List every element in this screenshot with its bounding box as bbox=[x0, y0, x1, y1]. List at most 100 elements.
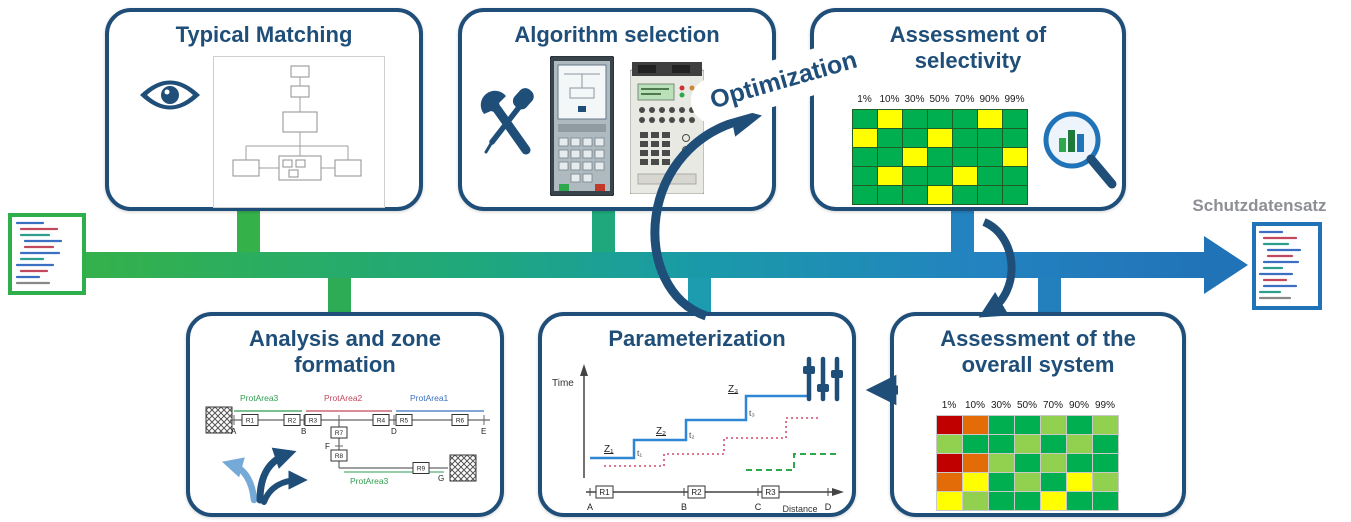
magnifier-chart-icon bbox=[1043, 111, 1117, 189]
relay-label: R8 bbox=[335, 453, 344, 460]
protection-relay-device-icon bbox=[550, 56, 614, 196]
percent-label: 50% bbox=[1016, 400, 1037, 411]
result-cell bbox=[878, 186, 902, 204]
schutzdatensatz-label: Schutzdatensatz bbox=[1192, 196, 1327, 215]
percent-label: 50% bbox=[929, 94, 950, 105]
percent-label: 99% bbox=[1004, 94, 1025, 105]
relay-label: R1 bbox=[246, 418, 255, 425]
result-cell bbox=[953, 167, 977, 185]
timeline-arrowhead-icon bbox=[1204, 236, 1248, 294]
box-typical-matching: Typical Matching bbox=[105, 8, 423, 211]
relay-label: R4 bbox=[377, 418, 386, 425]
result-cell bbox=[903, 148, 927, 166]
node-label: B bbox=[681, 502, 687, 512]
percent-label: 1% bbox=[857, 94, 872, 105]
result-cell bbox=[878, 129, 902, 147]
input-code-file-icon bbox=[8, 213, 86, 295]
result-cell bbox=[953, 129, 977, 147]
result-cell bbox=[1041, 454, 1066, 472]
result-cell bbox=[989, 416, 1014, 434]
tools-icon bbox=[480, 88, 534, 155]
percent-label: 70% bbox=[954, 94, 975, 105]
result-cell bbox=[978, 186, 1002, 204]
box-title: Algorithm selection bbox=[462, 22, 772, 48]
zone-time-label: Z₂ bbox=[656, 426, 666, 437]
backup-curve-green bbox=[746, 453, 838, 471]
relay-label: R5 bbox=[400, 418, 409, 425]
result-cell bbox=[1015, 454, 1040, 472]
result-cell bbox=[953, 110, 977, 128]
box-title: Analysis and zone formation bbox=[190, 326, 500, 378]
x-axis-label: Distance bbox=[782, 504, 817, 514]
zone-label: ProtArea3 bbox=[350, 476, 389, 486]
eye-icon bbox=[140, 80, 200, 110]
result-cell bbox=[953, 148, 977, 166]
node-label: B bbox=[301, 427, 306, 436]
directions-arrows-icon bbox=[222, 447, 308, 505]
result-cell bbox=[963, 492, 988, 510]
result-cell bbox=[978, 110, 1002, 128]
code-lines-icon bbox=[1258, 230, 1302, 300]
result-cell bbox=[878, 110, 902, 128]
node-label: A bbox=[231, 427, 237, 436]
percent-label: 10% bbox=[879, 94, 900, 105]
result-cell bbox=[853, 167, 877, 185]
result-cell bbox=[937, 454, 962, 472]
result-cell bbox=[989, 492, 1014, 510]
percent-label: 1% bbox=[941, 400, 957, 411]
percent-header-row: 1%10%30%50%70%90%99% bbox=[936, 400, 1118, 411]
y-axis-label: Time bbox=[552, 378, 574, 389]
result-cell bbox=[928, 186, 952, 204]
title-text: Analysis and zone bbox=[249, 326, 441, 351]
percent-label: 30% bbox=[990, 400, 1011, 411]
title-text: Assessment of the bbox=[940, 326, 1136, 351]
protection-zones-diagram: ProtArea3 ProtArea2 ProtArea1 A B C D E bbox=[205, 393, 490, 505]
node-label: D bbox=[825, 502, 832, 512]
result-cell bbox=[1003, 129, 1027, 147]
result-cell bbox=[878, 167, 902, 185]
result-cell bbox=[937, 435, 962, 453]
result-cell bbox=[1003, 186, 1027, 204]
result-cell bbox=[1067, 416, 1092, 434]
title-text: selectivity bbox=[914, 47, 1022, 73]
node-label: D bbox=[391, 427, 397, 436]
selectivity-result-grid bbox=[852, 109, 1028, 205]
result-cell bbox=[978, 129, 1002, 147]
title-text: Assessment of bbox=[889, 22, 1047, 47]
box-overall-system: Assessment of the overall system 1%10%30… bbox=[890, 312, 1186, 517]
result-cell bbox=[1093, 492, 1118, 510]
box-analysis-zone-formation: Analysis and zone formation bbox=[186, 312, 504, 517]
source-box bbox=[205, 406, 233, 434]
box-title: Parameterization bbox=[542, 326, 852, 352]
result-cell bbox=[1067, 473, 1092, 491]
box-title: Assessment of the overall system bbox=[894, 326, 1182, 378]
relay-label: R2 bbox=[288, 418, 297, 425]
result-cell bbox=[1067, 492, 1092, 510]
trip-time-label: t₃ bbox=[749, 408, 755, 418]
result-cell bbox=[978, 167, 1002, 185]
result-cell bbox=[1093, 473, 1118, 491]
result-cell bbox=[1093, 435, 1118, 453]
result-cell bbox=[853, 186, 877, 204]
zone-time-label: Z₃ bbox=[728, 384, 738, 395]
result-cell bbox=[853, 148, 877, 166]
result-cell bbox=[937, 416, 962, 434]
result-cell bbox=[963, 416, 988, 434]
result-cell bbox=[963, 454, 988, 472]
zone-label: ProtArea1 bbox=[410, 393, 449, 403]
model-diagram-icon bbox=[213, 56, 385, 208]
code-lines-icon bbox=[15, 221, 63, 285]
trip-time-label: t₁ bbox=[637, 448, 642, 458]
result-cell bbox=[978, 148, 1002, 166]
percent-header-row: 1%10%30%50%70%90%99% bbox=[852, 94, 1027, 105]
node-label: E bbox=[481, 427, 486, 436]
result-cell bbox=[903, 167, 927, 185]
result-cell bbox=[1041, 473, 1066, 491]
result-cell bbox=[903, 110, 927, 128]
result-cell bbox=[1041, 416, 1066, 434]
title-text: Typical Matching bbox=[175, 22, 353, 47]
result-cell bbox=[928, 129, 952, 147]
relay-label: R3 bbox=[765, 488, 776, 497]
result-cell bbox=[928, 110, 952, 128]
zone-label: ProtArea3 bbox=[240, 393, 279, 403]
